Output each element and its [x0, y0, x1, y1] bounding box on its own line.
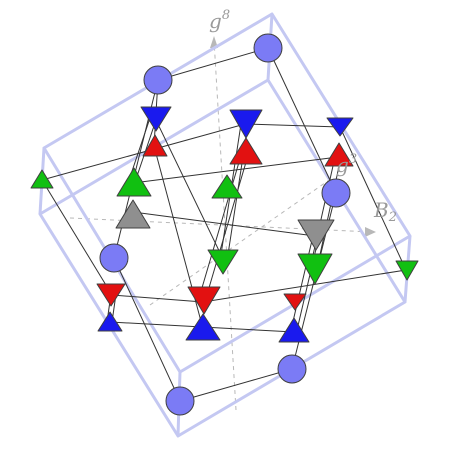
circle-node [321, 178, 351, 208]
blue-down-triangle [326, 117, 354, 137]
lattice-line [339, 126, 407, 271]
gray-up-triangle [115, 199, 151, 229]
green-up-triangle [211, 174, 243, 199]
lattice-line [267, 47, 337, 194]
axis-label-b2-subscript: 2 [388, 210, 397, 225]
green-up-triangle [30, 169, 54, 189]
gray-down-triangle [297, 219, 335, 251]
red-down-triangle [187, 286, 221, 315]
circle-node [165, 386, 195, 416]
blue-up-triangle [185, 313, 221, 341]
lattice-line [132, 211, 316, 237]
green-up-triangle [116, 167, 152, 197]
lattice-line [179, 368, 293, 402]
red-up-triangle [229, 137, 263, 165]
circle-node [143, 65, 173, 95]
axis-label-b2: B2 [373, 198, 397, 225]
lattice-lines [41, 47, 407, 402]
axis-label-g3-base: g [336, 153, 349, 177]
blue-down-triangle [229, 109, 263, 139]
axis-g8-arrowhead [210, 36, 218, 48]
green-down-triangle [297, 253, 333, 285]
red-weights [96, 134, 354, 315]
green-weights [30, 167, 419, 285]
circle-node [277, 354, 307, 384]
pair-line [290, 235, 314, 331]
axis-g3 [149, 177, 333, 306]
outer-cube [38, 12, 412, 438]
gray-weights [115, 199, 335, 251]
axis-label-g8-superscript: 8 [222, 8, 230, 23]
blue-down-triangle [140, 106, 172, 132]
circle-node [99, 243, 129, 273]
lattice-line [154, 117, 225, 262]
axis-label-g3: g3 [336, 152, 357, 177]
lattice-line [244, 123, 341, 128]
axis-label-b2-base: B [373, 198, 389, 222]
lattice-line [111, 294, 204, 303]
pair-line [198, 151, 243, 299]
green-down-triangle [395, 260, 419, 281]
axis-label-g8-base: g [209, 9, 222, 33]
lattice-line [132, 156, 339, 184]
axis-label-g8: g8 [209, 8, 230, 33]
blue-up-triangle [97, 311, 123, 332]
axis-b2-arrowhead [365, 227, 376, 237]
circle-weights [99, 33, 351, 416]
pair-line [205, 151, 250, 299]
red-up-triangle [324, 142, 354, 167]
blue-weights [97, 106, 354, 343]
lattice-line [41, 179, 113, 296]
red-down-triangle [96, 283, 126, 307]
pair-line [317, 156, 342, 265]
axis-label-g3-superscript: 3 [349, 152, 357, 167]
red-up-triangle [142, 134, 168, 157]
pair-line [296, 235, 320, 331]
circle-node [253, 33, 283, 63]
lattice-line [157, 47, 269, 81]
red-down-triangle [283, 293, 307, 311]
lattice-line [113, 257, 181, 402]
green-down-triangle [207, 249, 239, 275]
lattice-line [202, 269, 407, 303]
blue-up-triangle [278, 317, 310, 343]
lattice-line [41, 123, 246, 181]
